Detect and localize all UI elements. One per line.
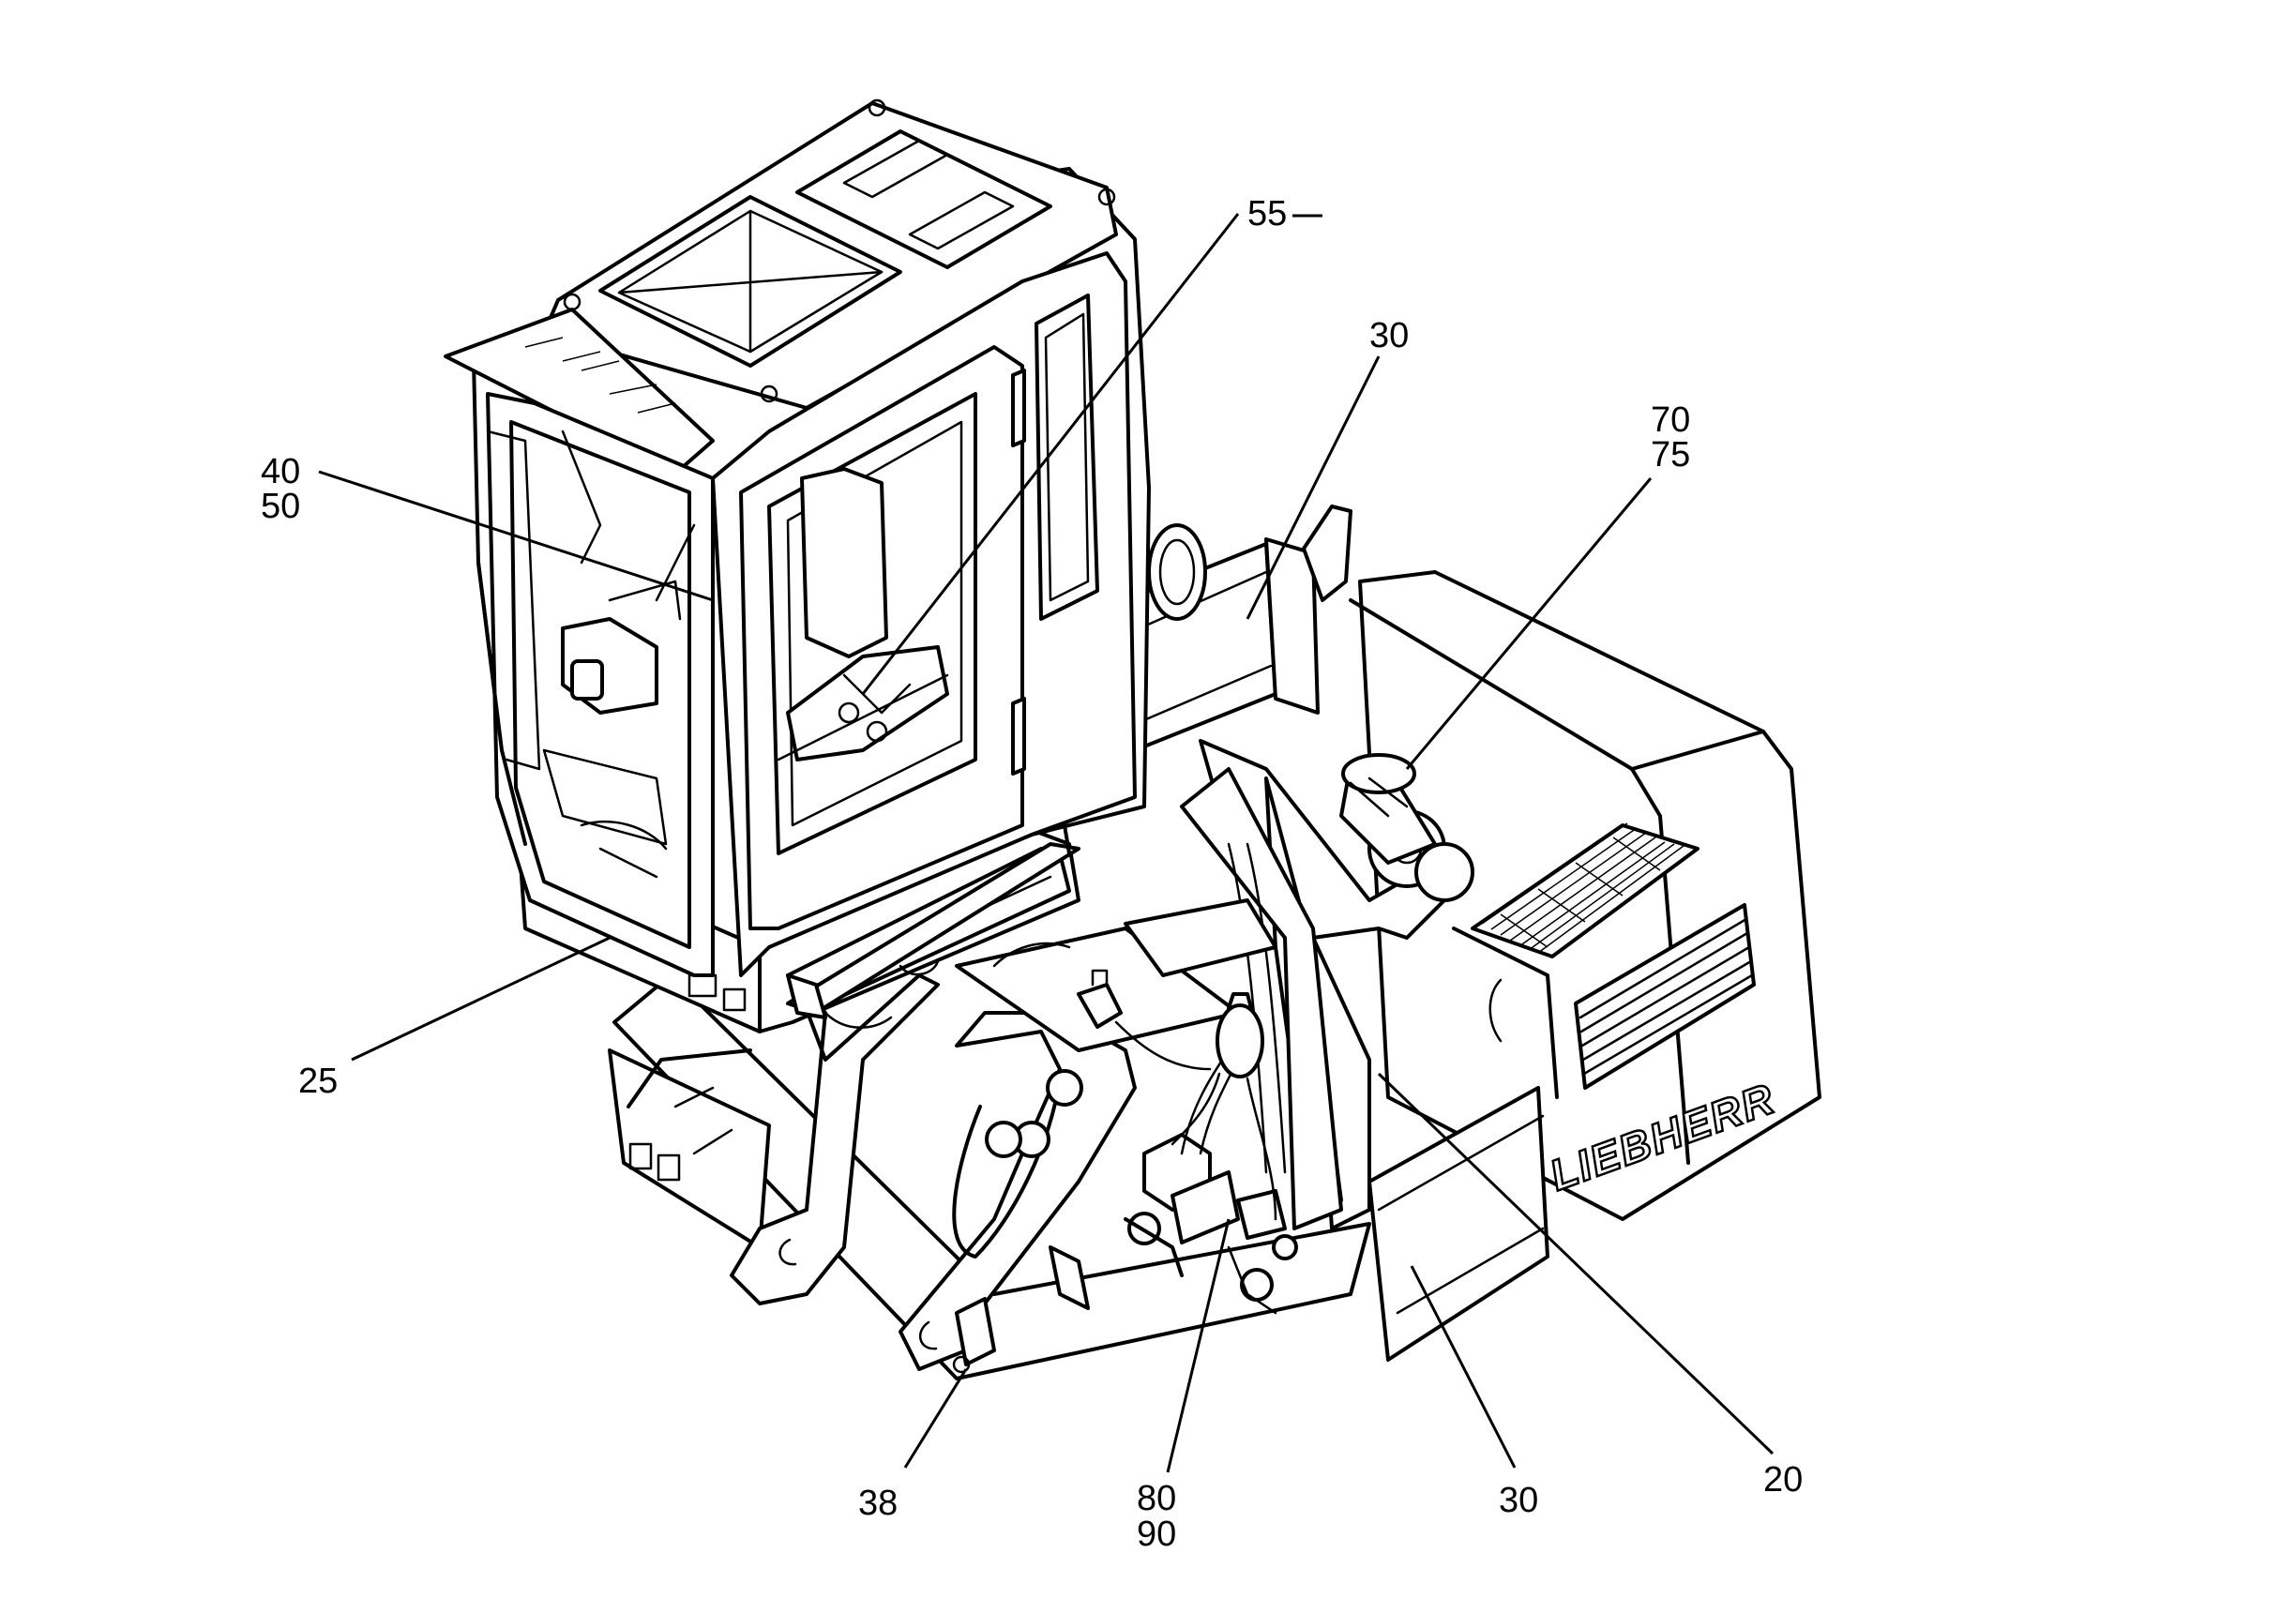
callout-50: 50 xyxy=(261,487,300,526)
callout-70: 70 xyxy=(1651,400,1690,440)
callout-80: 80 xyxy=(1137,1479,1176,1518)
callout-90: 90 xyxy=(1137,1515,1176,1554)
callout-25: 25 xyxy=(298,1062,338,1101)
accumulator xyxy=(1077,969,1277,1221)
leader-25 xyxy=(351,936,611,1062)
callout-30-bottom: 30 xyxy=(1499,1481,1538,1520)
leader-38 xyxy=(903,1368,968,1469)
side-cover-panel xyxy=(1311,936,1549,1362)
operator-cab xyxy=(444,98,1151,1029)
callout-55: 55 xyxy=(1247,194,1287,234)
walkway-beam xyxy=(1124,505,1352,752)
leader-55 xyxy=(861,213,1240,695)
side-vent xyxy=(1574,903,1756,1090)
leader-20 xyxy=(1377,1072,1775,1455)
callout-38: 38 xyxy=(858,1484,898,1523)
callout-20: 20 xyxy=(1763,1460,1803,1500)
leader-70-75 xyxy=(1405,477,1653,770)
radiator-grille xyxy=(1471,822,1699,958)
callout-30-top: 30 xyxy=(1369,316,1409,355)
leader-80-90 xyxy=(1166,1218,1231,1473)
valve-block xyxy=(1124,1048,1298,1315)
leader-lines xyxy=(318,213,1775,1473)
callout-75: 75 xyxy=(1651,435,1690,475)
cylinder-mount xyxy=(1339,753,1437,865)
leader-30-top xyxy=(1246,355,1381,620)
callout-40: 40 xyxy=(261,452,300,491)
leader-40-50 xyxy=(318,470,714,602)
callouts: 55 30 70 75 40 50 25 38 80 90 30 20 xyxy=(261,194,1803,1554)
leader-30-bottom xyxy=(1410,1265,1517,1469)
